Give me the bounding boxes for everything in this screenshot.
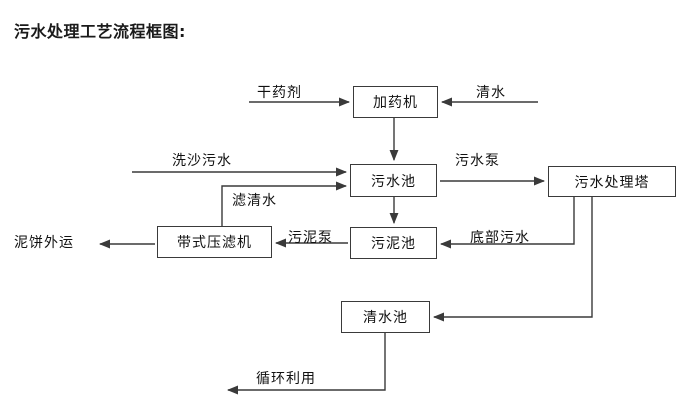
page-title: 污水处理工艺流程框图: (14, 22, 186, 41)
edge-label-filtered-water: 滤清水 (232, 193, 277, 209)
node-label: 带式压滤机 (177, 235, 252, 251)
edge-label-sand-wash-sewage: 洗沙污水 (172, 153, 232, 169)
edge-label-clean-water: 清水 (476, 85, 506, 101)
node-clearwater-pool[interactable]: 清水池 (341, 301, 430, 333)
node-sewage-pool[interactable]: 污水池 (350, 164, 437, 197)
node-sewage-treatment-tower[interactable]: 污水处理塔 (548, 166, 676, 197)
edge-label-sewage-pump: 污水泵 (455, 153, 500, 169)
node-label: 污水池 (371, 173, 416, 190)
node-label: 清水池 (363, 310, 408, 326)
edge-label-recycle-reuse: 循环利用 (256, 371, 316, 387)
edge-filtered-water-to-sewage-pool (221, 181, 348, 226)
node-label: 污水处理塔 (574, 174, 650, 191)
edge-clearwater-to-recycle (226, 333, 386, 395)
edge-label-dry-agent: 干药剂 (257, 85, 302, 101)
node-belt-filter-press[interactable]: 带式压滤机 (157, 226, 272, 258)
node-sludge-pool[interactable]: 污泥池 (350, 227, 437, 259)
node-label: 加药机 (373, 95, 418, 111)
edge-label-sludge-pump: 污泥泵 (288, 230, 333, 246)
terminal-label-mud-cake-out: 泥饼外运 (14, 235, 74, 251)
edge-tower-to-clearwater-pool (432, 197, 593, 322)
node-dosing-machine[interactable]: 加药机 (353, 86, 438, 118)
node-label: 污泥池 (371, 236, 416, 252)
edge-label-bottom-sewage: 底部污水 (470, 230, 530, 246)
edge-tower-bottom-sewage-to-sludge-pool (439, 197, 575, 249)
